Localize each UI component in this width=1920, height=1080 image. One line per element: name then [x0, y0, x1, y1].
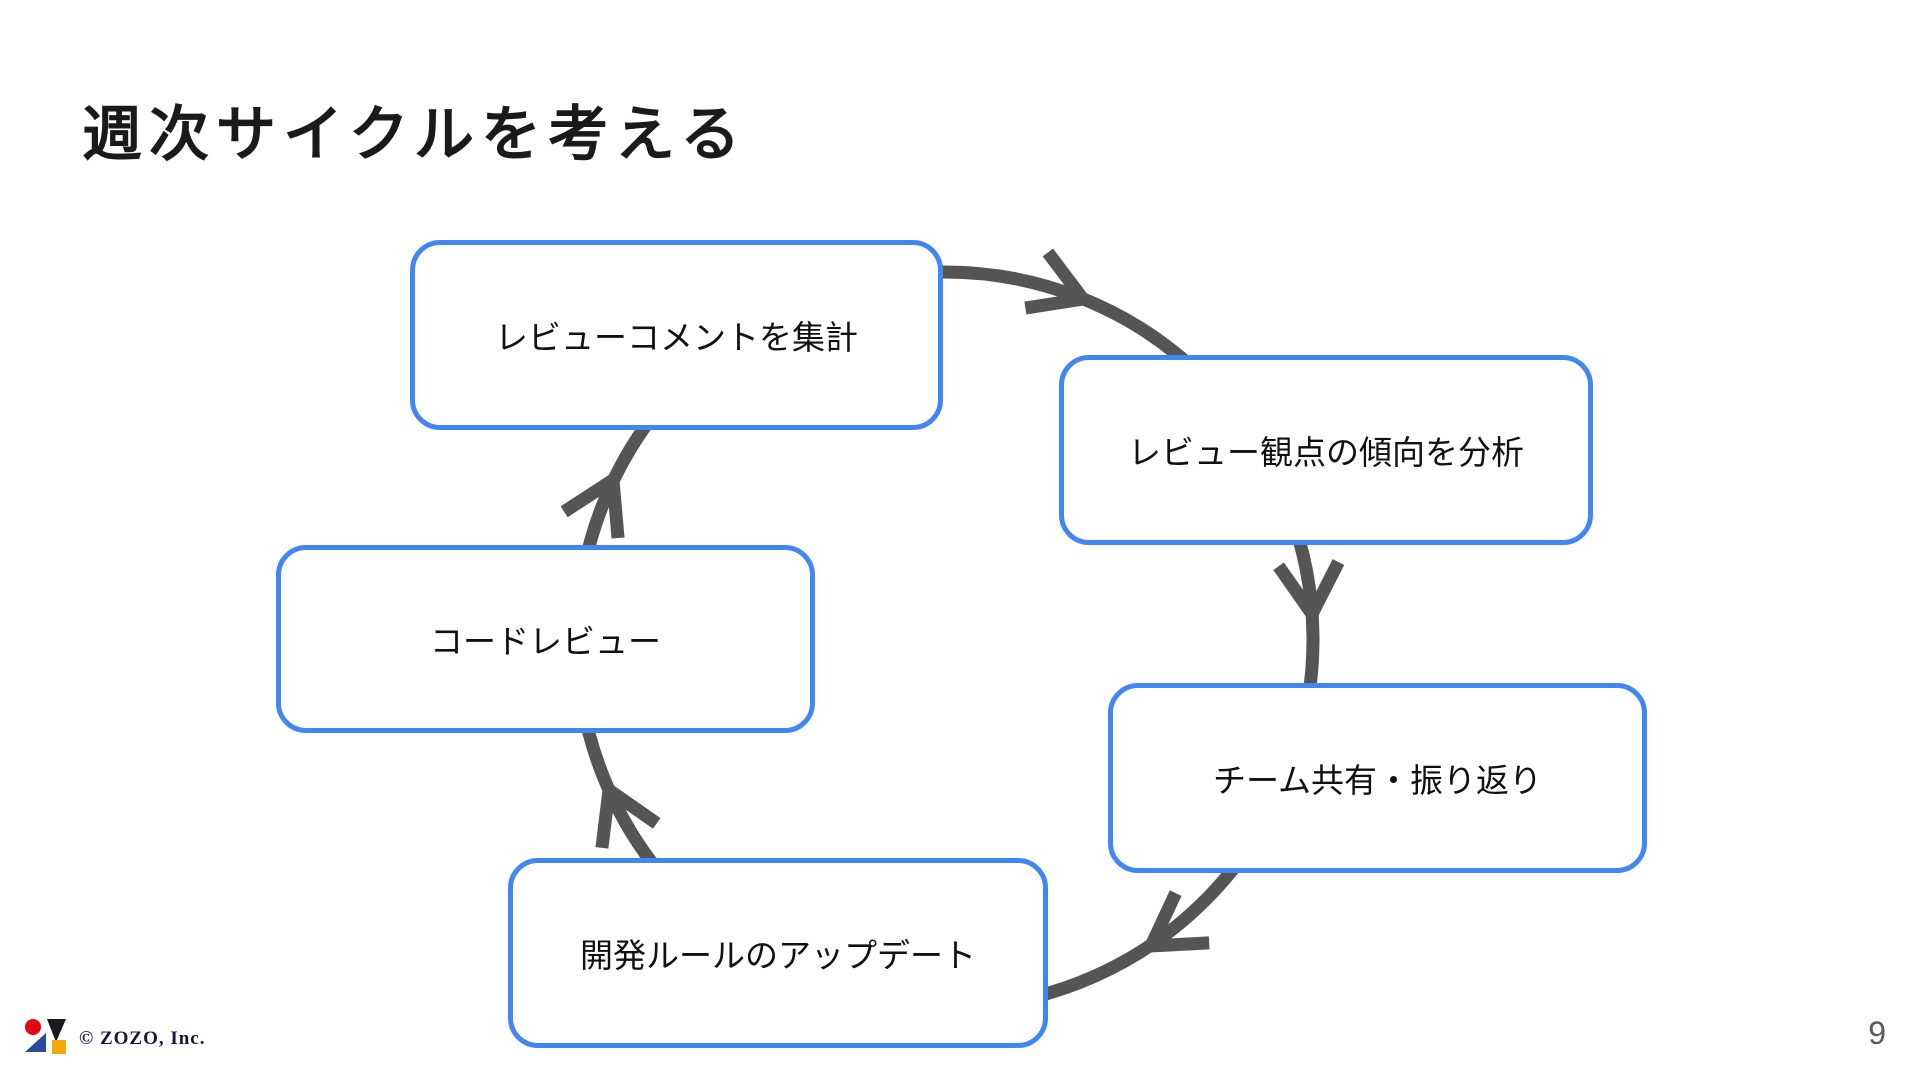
- logo-yellow-square: [52, 1040, 66, 1054]
- cycle-step-team-share-retrospective: チーム共有・振り返り: [1108, 683, 1647, 873]
- cycle-step-label: 開発ルールのアップデート: [580, 937, 976, 974]
- cycle-step-label: レビューコメントを集計: [495, 319, 858, 356]
- arrowhead-bottom-to-left-icon: [595, 778, 661, 849]
- arrowhead-left-to-top-icon: [560, 468, 625, 539]
- logo-red-dot: [25, 1019, 41, 1035]
- arrowhead-right-to-bottomright-icon: [1273, 559, 1345, 627]
- page-number: 9: [1868, 1015, 1886, 1051]
- arrowhead-bottomright-to-bottom-icon: [1140, 890, 1210, 954]
- cycle-step-analyze-review-trends: レビュー観点の傾向を分析: [1059, 355, 1593, 545]
- cycle-step-label: チーム共有・振り返り: [1212, 762, 1542, 799]
- logo-navy-triangle: [25, 1033, 46, 1052]
- zozo-logo-icon: [25, 1019, 66, 1054]
- footer: © ZOZO, Inc.: [25, 1018, 206, 1060]
- cycle-step-aggregate-review-comments: レビューコメントを集計: [410, 240, 943, 430]
- slide-title: 週次サイクルを考える: [82, 101, 748, 168]
- cycle-step-code-review: コードレビュー: [276, 545, 815, 733]
- cycle-step-label: レビュー観点の傾向を分析: [1128, 434, 1524, 471]
- copyright-text: © ZOZO, Inc.: [79, 1028, 206, 1049]
- cycle-step-update-dev-rules: 開発ルールのアップデート: [508, 858, 1048, 1048]
- cycle-step-label: コードレビュー: [430, 623, 661, 660]
- arrowhead-top-to-right-icon: [1024, 248, 1095, 315]
- logo-black-triangle: [47, 1019, 66, 1042]
